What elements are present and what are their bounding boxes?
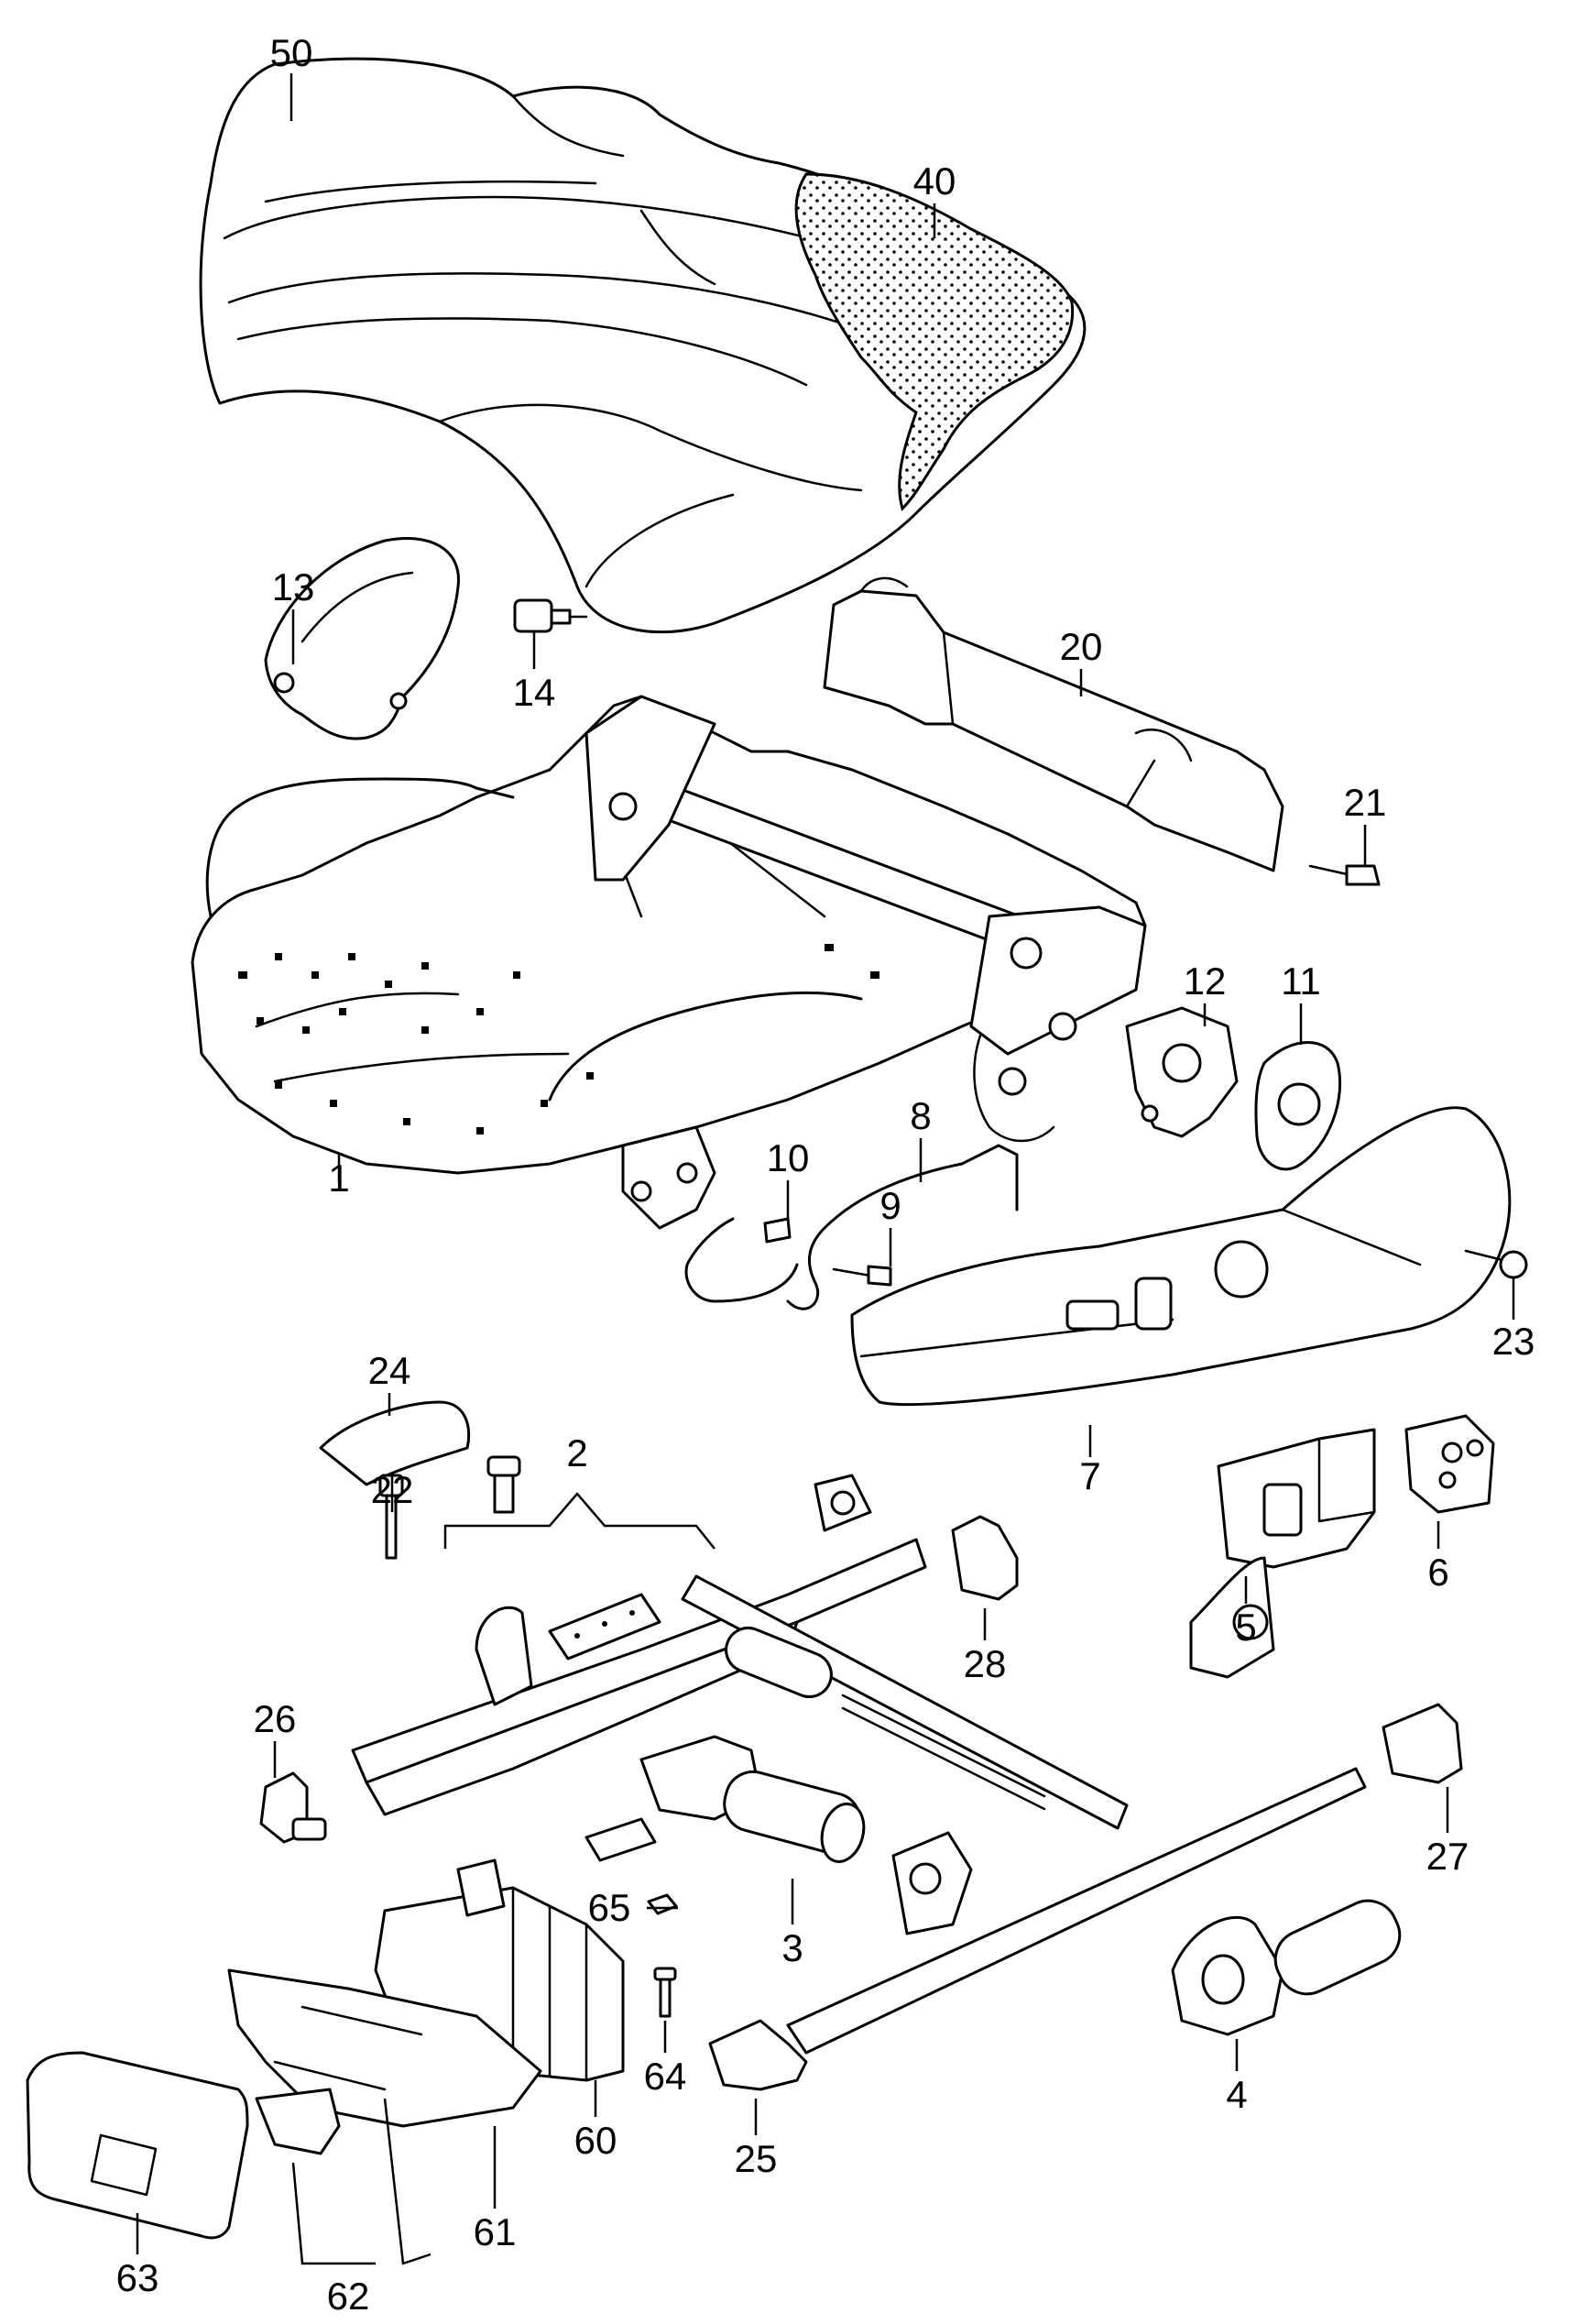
handle-62[interactable] <box>255 2060 387 2155</box>
trim-cover-13[interactable] <box>264 536 460 740</box>
cover-26[interactable] <box>259 1771 327 1844</box>
label-63: 63 <box>116 2256 159 2299</box>
screw-21[interactable] <box>1308 864 1381 886</box>
seat-rails-2[interactable] <box>351 1474 1367 2055</box>
switch-6[interactable] <box>1404 1414 1495 1514</box>
side-trim-7[interactable] <box>850 1106 1512 1407</box>
bolt-22[interactable] <box>378 1455 521 1560</box>
label-26: 26 <box>254 1697 297 1740</box>
label-27: 27 <box>1426 1835 1469 1878</box>
label-40: 40 <box>913 159 956 203</box>
switch-5[interactable] <box>1217 1428 1376 1569</box>
motor-3[interactable] <box>584 1735 870 1867</box>
cover-25[interactable] <box>708 2019 808 2091</box>
label-5: 5 <box>1235 1606 1256 1649</box>
label-60: 60 <box>574 2119 617 2162</box>
label-20: 20 <box>1060 625 1103 668</box>
cable-8[interactable] <box>684 1144 1019 1310</box>
label-10: 10 <box>767 1136 810 1179</box>
part-labels: 50 40 13 14 20 21 1 12 11 8 10 9 23 24 7… <box>116 31 1535 2318</box>
seat-cushion-foam[interactable] <box>794 172 1075 511</box>
cushion-support-20[interactable] <box>823 576 1284 872</box>
screw-9[interactable] <box>832 1265 892 1287</box>
label-62: 62 <box>327 2275 370 2318</box>
frame-holes <box>238 944 879 1135</box>
cover-panel-63[interactable] <box>26 2051 249 2240</box>
label-6: 6 <box>1427 1551 1448 1594</box>
label-8: 8 <box>910 1094 931 1137</box>
label-22: 22 <box>371 1468 414 1511</box>
label-14: 14 <box>513 671 556 714</box>
bolt-14[interactable] <box>513 598 588 633</box>
label-2: 2 <box>566 1431 587 1474</box>
clip-23[interactable] <box>1464 1249 1528 1279</box>
label-65: 65 <box>588 1886 631 1929</box>
label-61: 61 <box>474 2210 517 2253</box>
recliner-cover-11[interactable] <box>1254 1041 1342 1171</box>
label-64: 64 <box>644 2055 687 2098</box>
label-3: 3 <box>781 1926 803 1969</box>
label-23: 23 <box>1492 1320 1535 1363</box>
label-9: 9 <box>879 1184 901 1227</box>
label-50: 50 <box>270 31 313 74</box>
cover-28[interactable] <box>951 1515 1019 1601</box>
label-7: 7 <box>1079 1454 1100 1497</box>
label-12: 12 <box>1184 959 1227 1003</box>
trim-panel-61[interactable] <box>227 1968 542 2128</box>
nut-65[interactable] <box>647 1893 678 1915</box>
clip-10[interactable] <box>763 1217 792 1244</box>
label-4: 4 <box>1226 2073 1247 2116</box>
screw-64[interactable] <box>653 1967 677 2018</box>
label-24: 24 <box>368 1349 411 1392</box>
label-11: 11 <box>1281 959 1321 1003</box>
cover-27[interactable] <box>1382 1703 1463 1784</box>
label-25: 25 <box>735 2137 778 2180</box>
leader-lines <box>136 73 1515 2265</box>
motor-4[interactable] <box>1171 1891 1409 2036</box>
bracket-12[interactable] <box>1125 1006 1239 1138</box>
label-21: 21 <box>1344 781 1387 824</box>
cover-24[interactable] <box>319 1400 471 1486</box>
seat-frame-1[interactable] <box>191 695 1147 1230</box>
label-1: 1 <box>328 1157 349 1200</box>
label-13: 13 <box>272 565 315 608</box>
label-28: 28 <box>964 1642 1007 1685</box>
